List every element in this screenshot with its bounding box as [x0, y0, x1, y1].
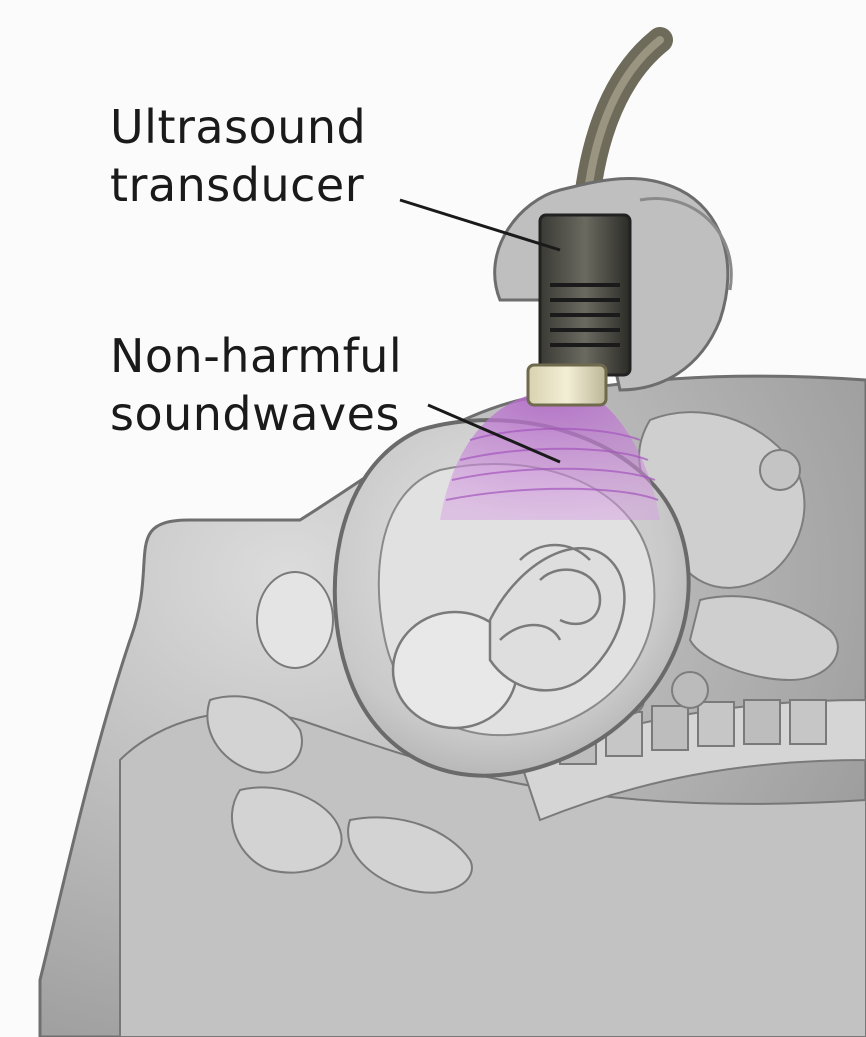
transducer-label: Ultrasound transducer — [110, 98, 366, 214]
soundwaves-label: Non-harmful soundwaves — [110, 327, 402, 443]
